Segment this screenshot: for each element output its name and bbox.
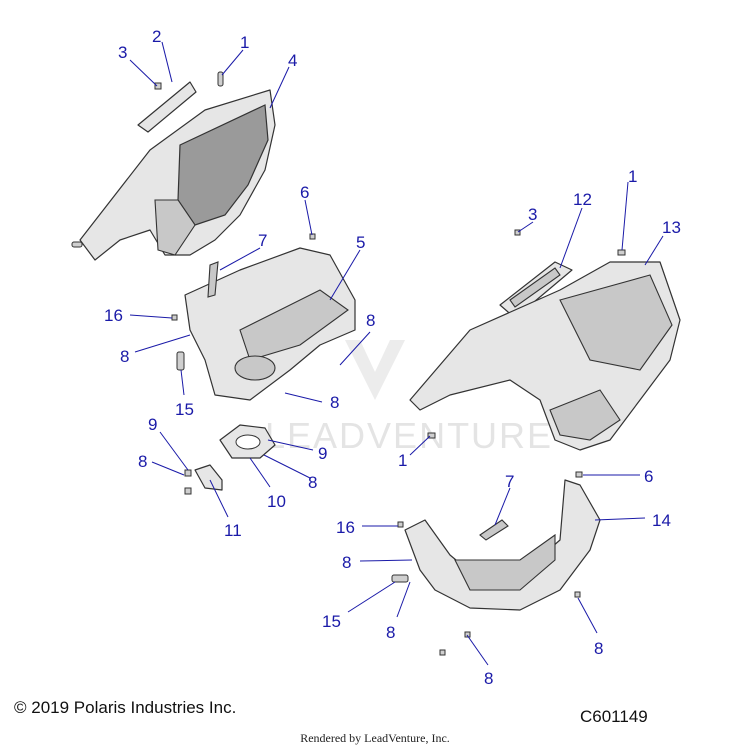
callout-14: 14 [652,511,671,530]
callout-1a: 1 [240,33,249,52]
callout-9a: 9 [148,415,157,434]
part-4-upper-shroud [79,89,276,261]
callout-8b: 8 [366,311,375,330]
callout-5: 5 [356,233,365,252]
callout-2: 2 [152,27,161,46]
part-1-fastener [217,71,224,87]
part-10-ring-plate [219,424,276,459]
part-13-rear-hood [409,261,681,451]
callout-16a: 16 [104,306,123,325]
misc-fasteners [171,229,626,656]
part-5-floor-panel [184,247,356,401]
callout-16b: 16 [336,518,355,537]
callout-6a: 6 [300,183,309,202]
fastener-clip [71,241,83,248]
callout-7a: 7 [258,231,267,250]
leader-lines [129,41,664,666]
callout-9b: 9 [318,444,327,463]
copyright-text: © 2019 Polaris Industries Inc. [14,698,237,717]
callout-3a: 3 [118,43,127,62]
callout-13: 13 [662,218,681,237]
part-3-fastener [154,82,162,90]
callout-10: 10 [267,492,286,511]
callout-12: 12 [573,190,592,209]
callout-8g: 8 [386,623,395,642]
part-14-lower-pan [404,479,601,611]
callout-8d: 8 [138,452,147,471]
callout-15b: 15 [322,612,341,631]
callout-labels: 3 2 1 4 6 7 5 16 8 8 15 8 9 8 9 8 10 11 … [104,27,681,688]
callout-1c: 1 [398,451,407,470]
part-15-plug-lower [391,574,409,583]
callout-8f: 8 [342,553,351,572]
callout-7b: 7 [505,472,514,491]
part-7-strap-lower [479,519,509,541]
callout-1b: 1 [628,167,637,186]
watermark-logo [345,340,405,400]
callout-11: 11 [224,521,242,540]
callout-6b: 6 [644,467,653,486]
part-11-bracket [194,464,223,491]
rendered-by-text: Rendered by LeadVenture, Inc. [300,731,450,745]
part-7-strap-upper [207,261,219,298]
callout-8e: 8 [308,473,317,492]
callout-3b: 3 [528,205,537,224]
callout-8c: 8 [330,393,339,412]
callout-8i: 8 [484,669,493,688]
watermark-text: LEADVENTURE [265,415,553,456]
figure-id: C601149 [580,707,648,726]
callout-4: 4 [288,51,297,70]
part-2-bracket [137,81,197,133]
callout-15a: 15 [175,400,194,419]
part-15-plug-upper [176,351,185,371]
callout-8h: 8 [594,639,603,658]
callout-8a: 8 [120,347,129,366]
